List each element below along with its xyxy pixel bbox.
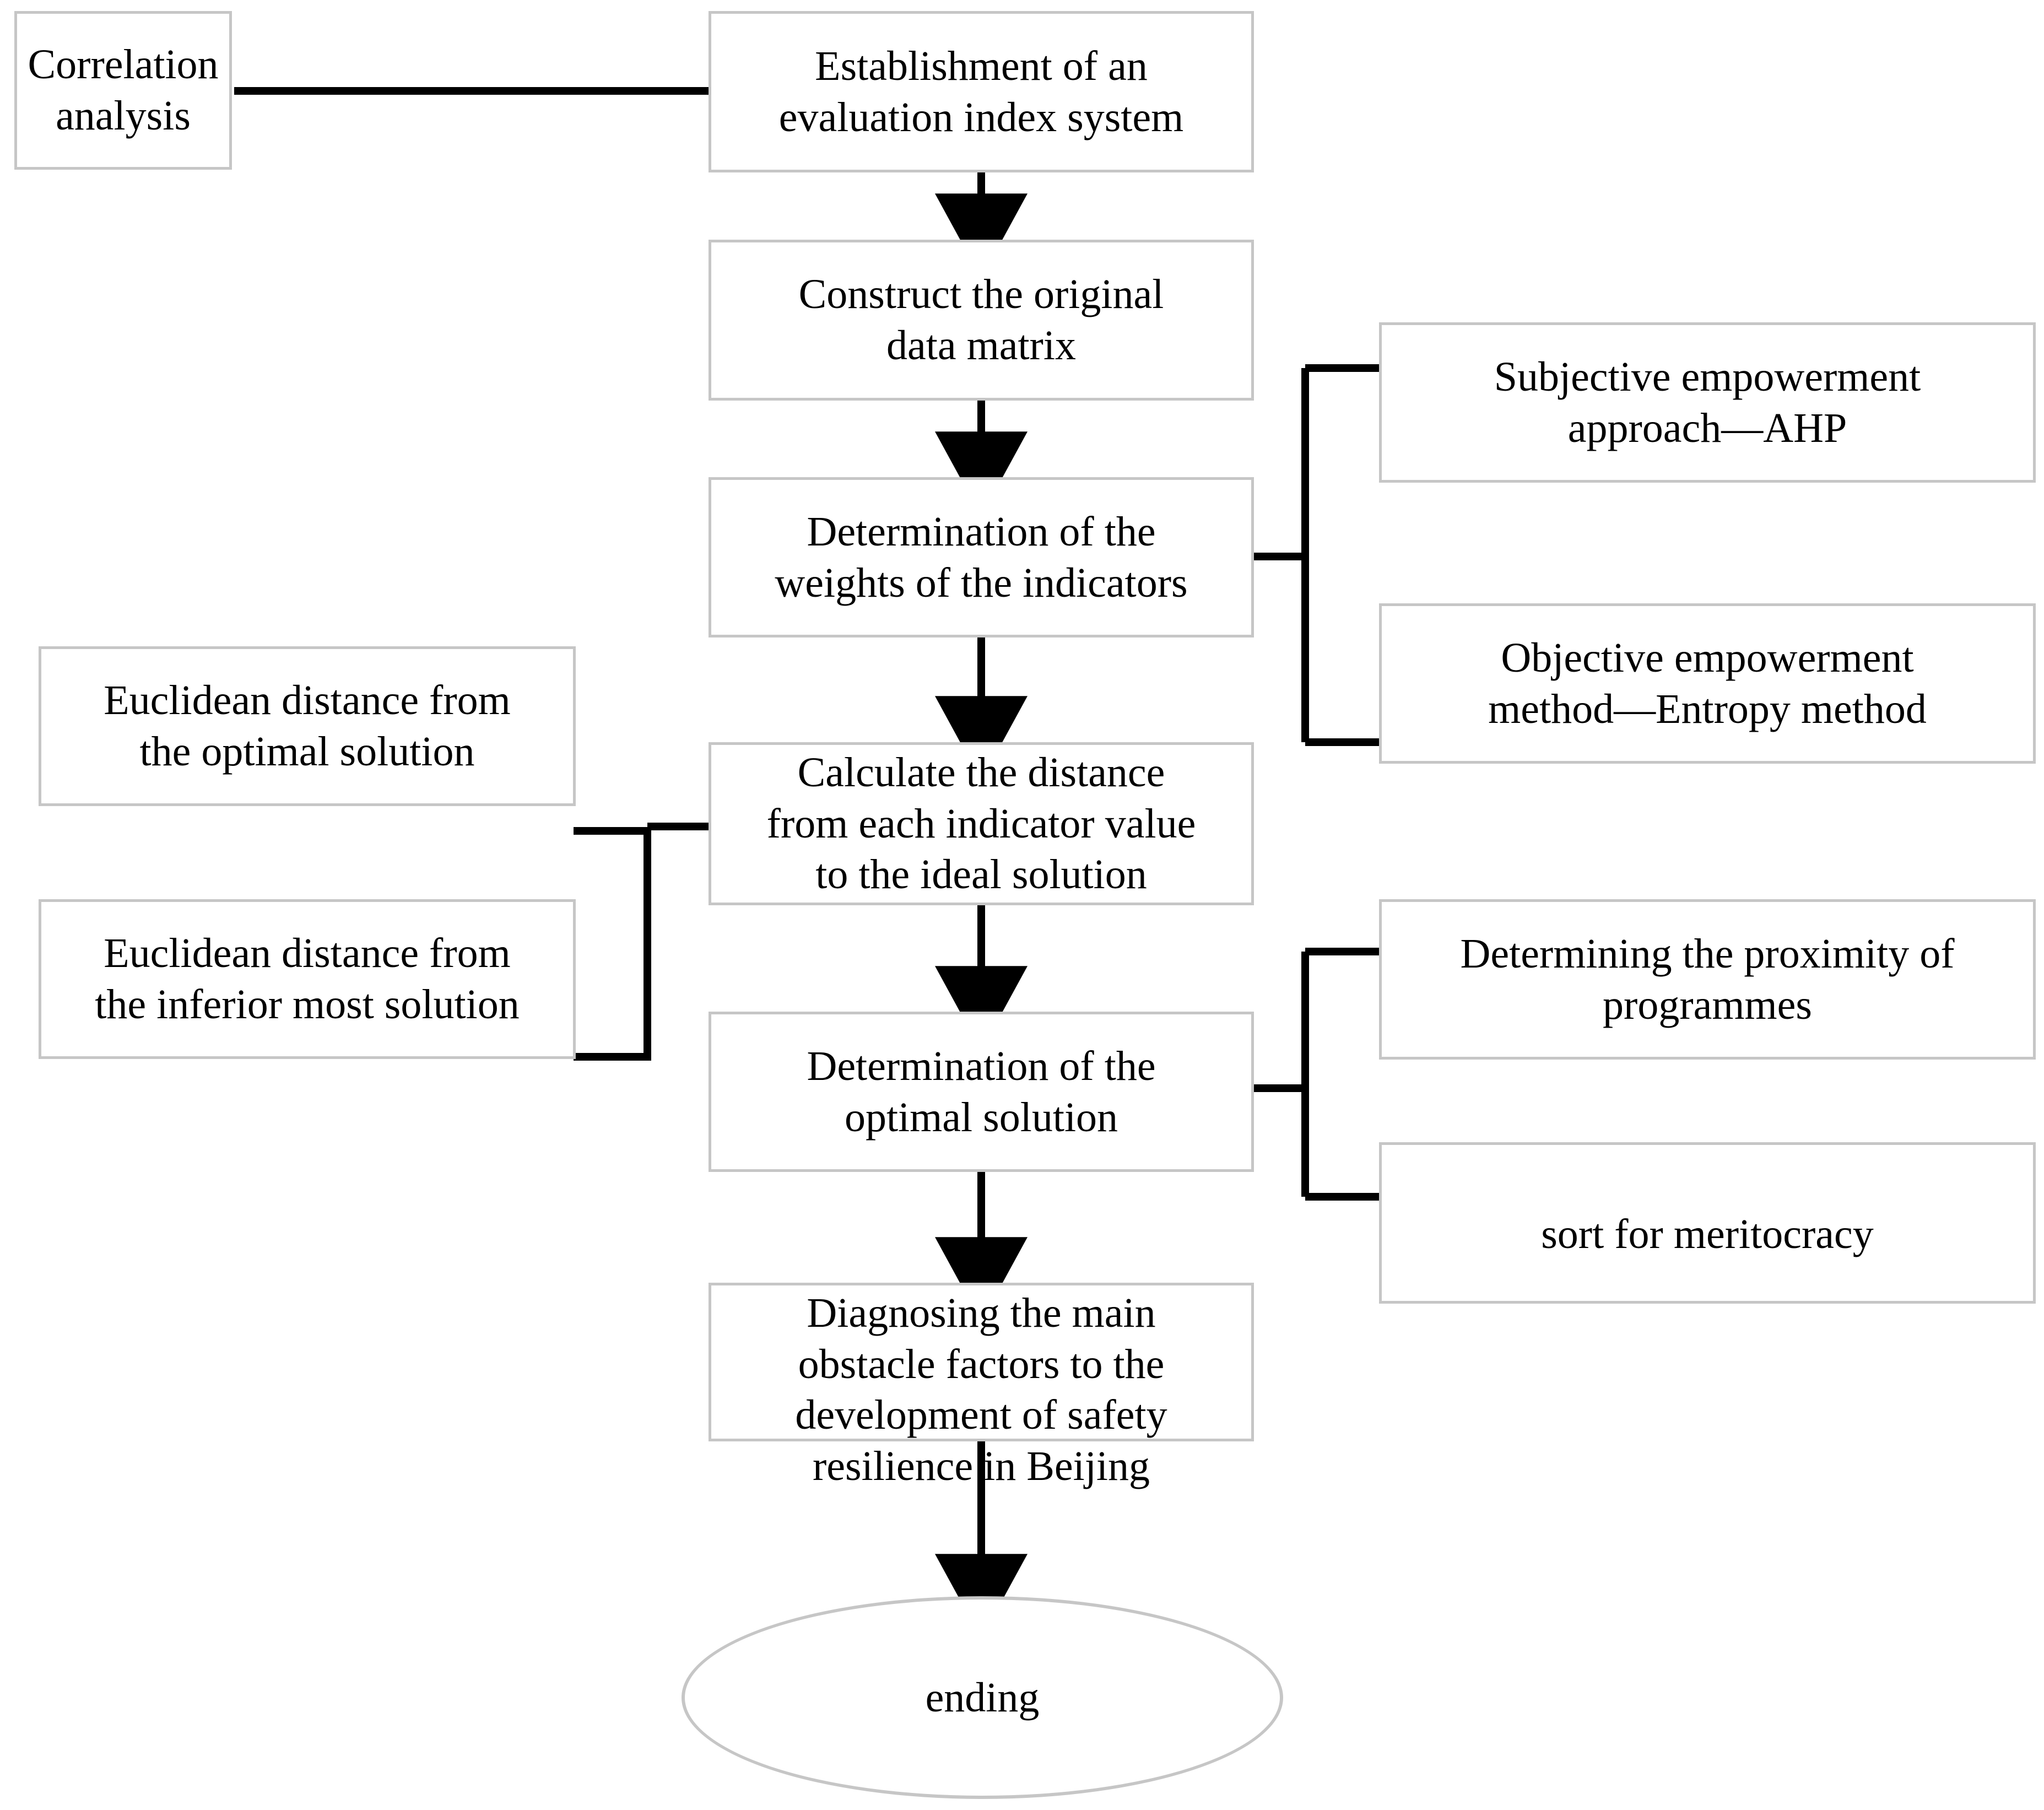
node-establishment-of-evaluation-index-system[interactable]: Establishment of an evaluation index sys…	[709, 11, 1254, 172]
node-label: Determination of the weights of the indi…	[775, 508, 1188, 606]
node-label: Construct the original data matrix	[798, 271, 1164, 369]
node-construct-original-data-matrix[interactable]: Construct the original data matrix	[709, 240, 1254, 401]
node-diagnosing-obstacle-factors[interactable]: Diagnosing the main obstacle factors to …	[709, 1283, 1254, 1489]
node-subjective-empowerment-ahp[interactable]: Subjective empowerment approach—AHP	[1379, 322, 2036, 483]
node-label: Subjective empowerment approach—AHP	[1494, 353, 1921, 451]
node-determining-proximity-of-programmes[interactable]: Determining the proximity of programmes	[1379, 899, 2036, 1060]
node-label: Objective empowerment method—Entropy met…	[1488, 634, 1927, 732]
node-ending[interactable]: ending	[682, 1596, 1283, 1799]
node-euclidean-distance-optimal[interactable]: Euclidean distance from the optimal solu…	[39, 646, 576, 806]
node-label: Euclidean distance from the optimal solu…	[104, 677, 511, 775]
node-determination-of-weights[interactable]: Determination of the weights of the indi…	[709, 477, 1254, 637]
node-euclidean-distance-inferior[interactable]: Euclidean distance from the inferior mos…	[39, 899, 576, 1059]
node-label: Determination of the optimal solution	[807, 1042, 1156, 1141]
node-label: Establishment of an evaluation index sys…	[778, 42, 1184, 141]
node-objective-empowerment-entropy[interactable]: Objective empowerment method—Entropy met…	[1379, 603, 2036, 764]
node-correlation-analysis[interactable]: Correlation analysis	[14, 11, 232, 170]
node-label: Correlation analysis	[28, 41, 219, 139]
node-sort-for-meritocracy[interactable]: sort for meritocracy	[1379, 1142, 2036, 1304]
node-label: Calculate the distance from each indicat…	[766, 749, 1196, 898]
node-label: ending	[925, 1674, 1040, 1721]
node-label: sort for meritocracy	[1541, 1211, 1874, 1258]
node-determination-of-optimal-solution[interactable]: Determination of the optimal solution	[709, 1012, 1254, 1172]
node-label: Diagnosing the main obstacle factors to …	[795, 1290, 1167, 1490]
node-label: Euclidean distance from the inferior mos…	[95, 930, 520, 1028]
node-label: Determining the proximity of programmes	[1460, 930, 1955, 1028]
node-calculate-distance-to-ideal[interactable]: Calculate the distance from each indicat…	[709, 742, 1254, 905]
